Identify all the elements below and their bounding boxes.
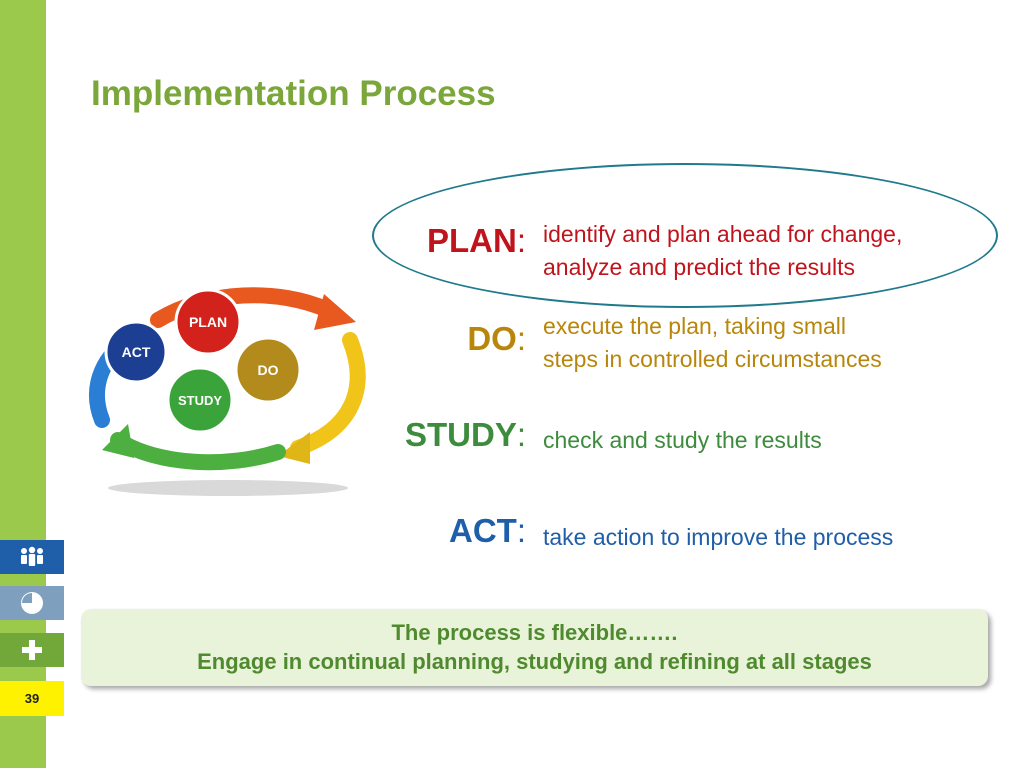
plan-description: identify and plan ahead for change,analy… [543,221,903,280]
act-circle-label: ACT [122,344,151,360]
pie-chart-icon[interactable] [0,586,64,620]
plan-circle: PLAN [174,288,242,356]
study-label: STUDY: [404,416,526,453]
study-circle: STUDY [166,366,234,434]
cycle-arrowhead-top [314,294,356,330]
plan-highlight-ellipse [372,163,998,308]
note-line-2: Engage in continual planning, studying a… [197,649,872,674]
pdsa-cycle-graphic: PLAN ACT DO STUDY [89,287,366,496]
act-label: ACT: [449,512,526,549]
act-description: take action to improve the process [543,524,894,550]
do-circle: DO [234,336,302,404]
flexibility-note: The process is flexible……. Engage in con… [81,609,988,686]
do-circle-label: DO [258,362,279,378]
plan-label: PLAN: [426,222,526,259]
plus-icon[interactable] [0,633,64,667]
do-label: DO: [467,320,526,357]
cycle-arrow-bottom [110,432,286,471]
cycle-arrowhead-bottom [102,424,134,458]
people-icon[interactable] [0,540,64,574]
slide-title: Implementation Process [91,74,496,113]
plan-circle-label: PLAN [189,314,227,330]
act-circle: ACT [104,320,168,384]
study-circle-label: STUDY [178,393,222,408]
cycle-arrow-right [290,332,366,456]
cycle-shadow [108,480,348,496]
cycle-arrowhead-right [278,432,310,464]
note-line-1: The process is flexible……. [391,620,678,645]
study-description: check and study the results [543,427,822,453]
page-number: 39 [0,681,64,716]
